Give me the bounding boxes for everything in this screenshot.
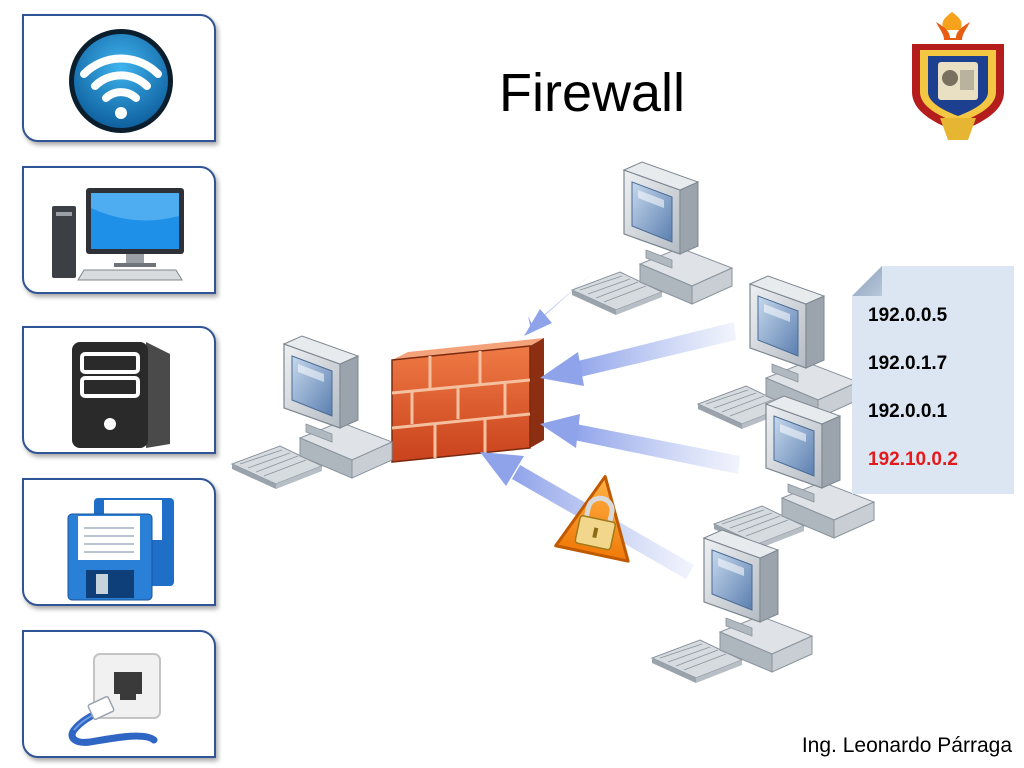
floppy-disks-icon xyxy=(67,498,174,601)
sidebar-panel-desktop[interactable] xyxy=(22,166,216,294)
wifi-icon xyxy=(69,29,173,133)
sidebar-panel-network-cable[interactable] xyxy=(22,630,216,758)
server-tower-icon xyxy=(72,342,170,448)
sidebar-panel-storage[interactable] xyxy=(22,478,216,606)
university-crest-logo xyxy=(912,12,1004,140)
arrow-top-pc-head xyxy=(524,309,552,336)
arrow-pc-2 xyxy=(574,424,740,474)
ethernet-port-icon xyxy=(68,653,161,746)
ip-address-list: 192.0.0.5 192.0.1.7 192.0.0.1 192.10.0.2 xyxy=(868,304,958,494)
author-credit: Ing. Leonardo Párraga xyxy=(801,734,1012,757)
ip-rule-note: 192.0.0.5 192.0.1.7 192.0.0.1 192.10.0.2 xyxy=(852,266,1014,494)
desktop-computer-icon xyxy=(52,188,184,281)
firewall-brick-wall-icon xyxy=(391,338,544,463)
warning-lock-icon xyxy=(554,475,630,563)
arrow-pc-2-head xyxy=(540,414,580,448)
arrow-pc-1-head xyxy=(540,352,584,386)
client-computer-4 xyxy=(651,529,813,684)
slide-title: Firewall xyxy=(498,63,686,123)
ip-address-entry: 192.0.0.1 xyxy=(868,401,948,422)
client-computer-1 xyxy=(571,161,733,316)
ip-address-entry: 192.0.0.5 xyxy=(868,305,948,326)
ip-address-entry: 192.10.0.2 xyxy=(868,449,958,470)
sidebar-panel-wifi[interactable] xyxy=(22,14,216,142)
arrow-pc-3-head xyxy=(480,452,524,486)
sidebar-panel-server[interactable] xyxy=(22,326,216,454)
ip-address-entry: 192.0.1.7 xyxy=(868,353,948,374)
protected-computer xyxy=(231,335,393,490)
arrow-pc-1 xyxy=(574,322,736,378)
